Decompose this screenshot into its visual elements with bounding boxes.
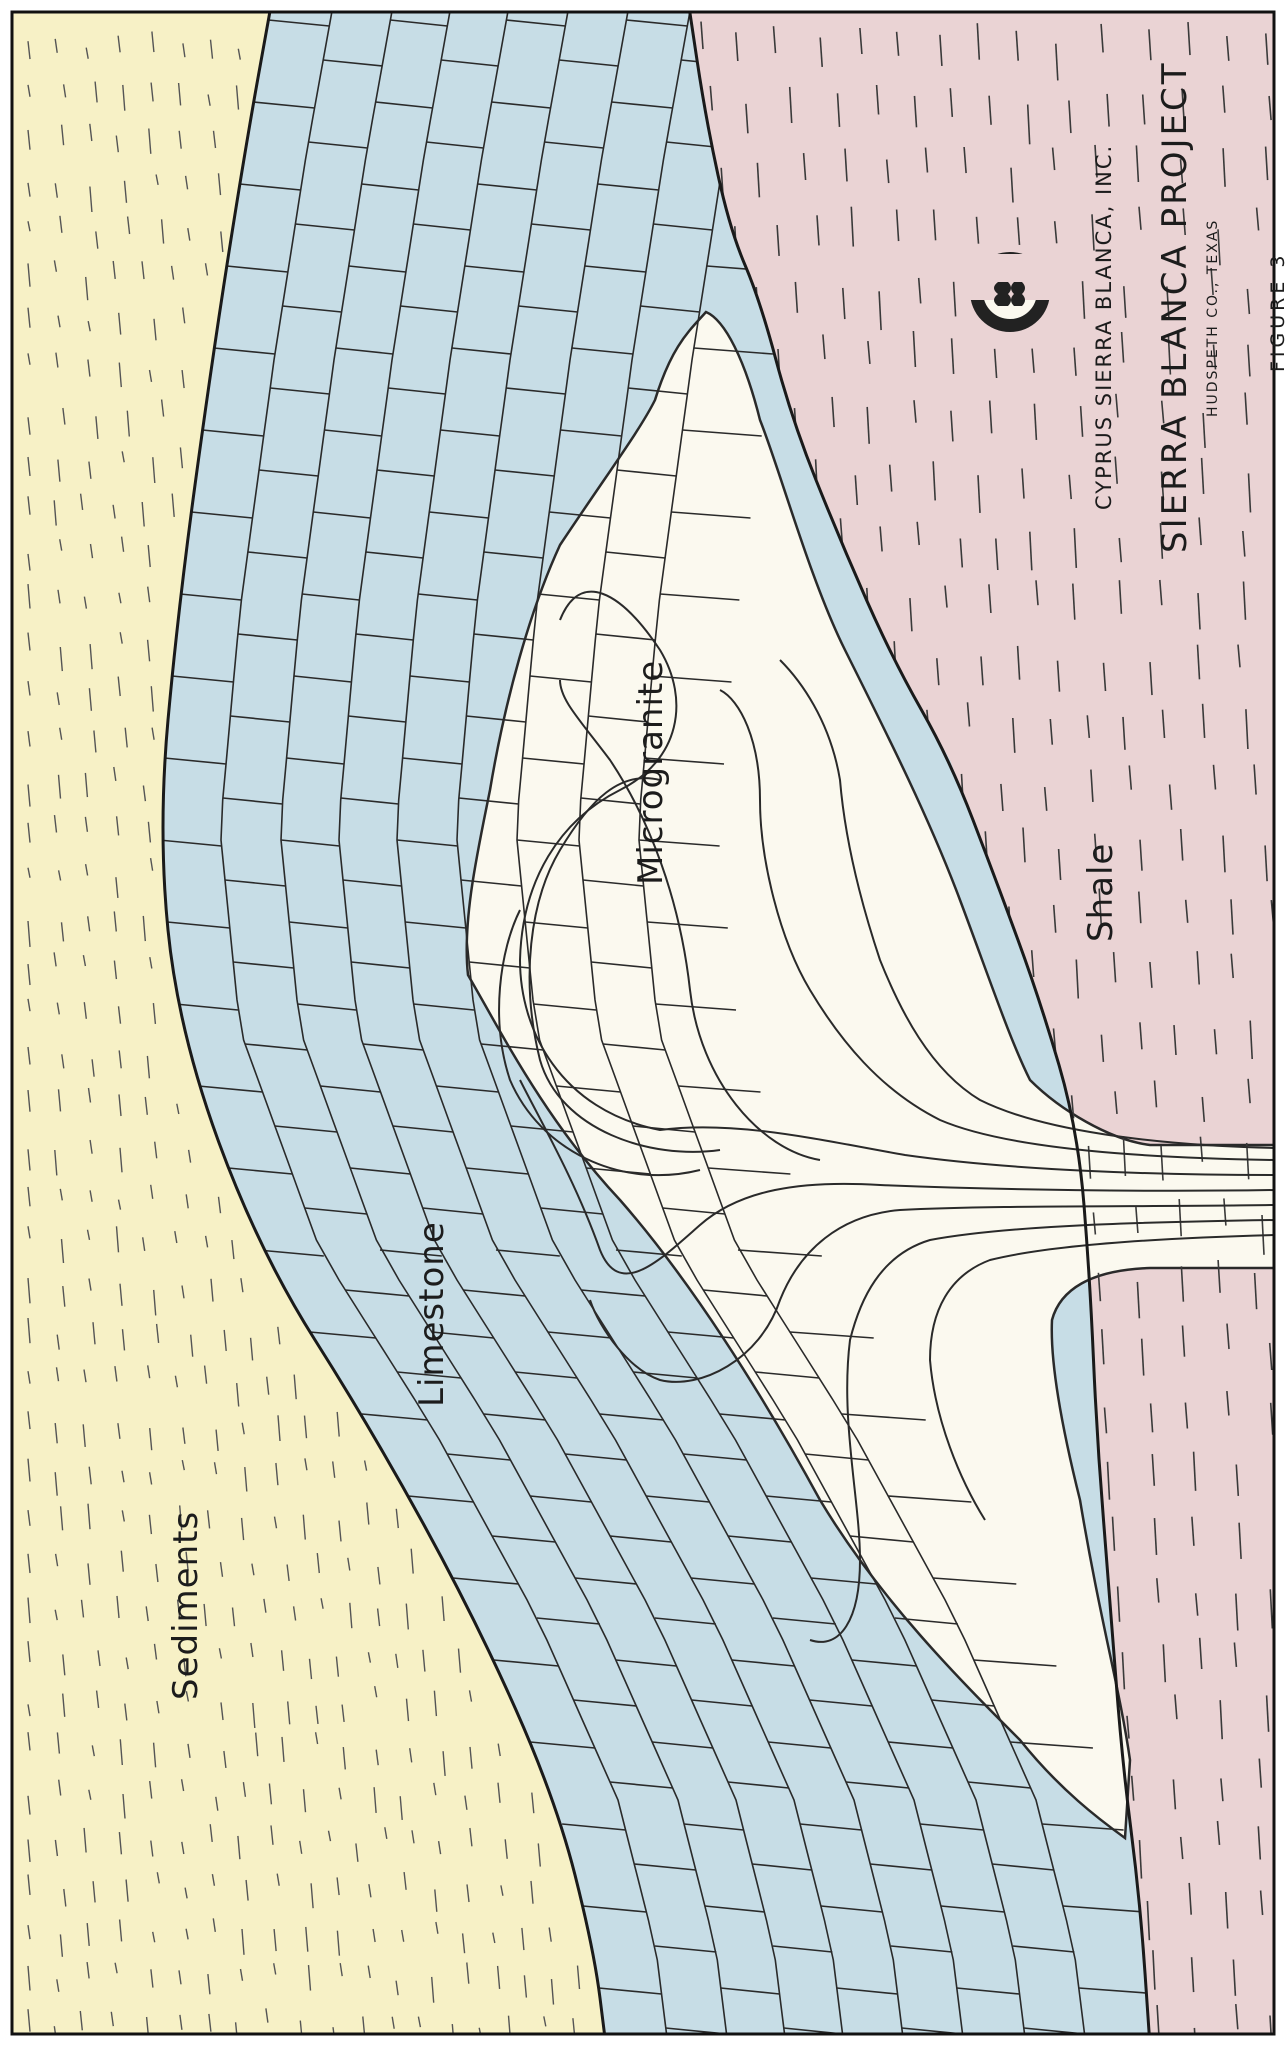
project-location: HUDSPETH CO., TEXAS <box>1205 219 1221 417</box>
label-microgranite: Microgranite <box>631 660 671 885</box>
project-title: SIERRA BLANCA PROJECT <box>1155 61 1195 553</box>
company-name: CYPRUS SIERRA BLANCA, INC. <box>1092 144 1116 510</box>
label-limestone: Limestone <box>412 1221 452 1407</box>
label-sediments: Sediments <box>166 1511 206 1700</box>
shale-dash <box>1276 1645 1278 1670</box>
label-shale: Shale <box>1081 843 1121 942</box>
figure-number: FIGURE 3 <box>1267 252 1286 373</box>
shale-dash <box>1276 955 1278 979</box>
